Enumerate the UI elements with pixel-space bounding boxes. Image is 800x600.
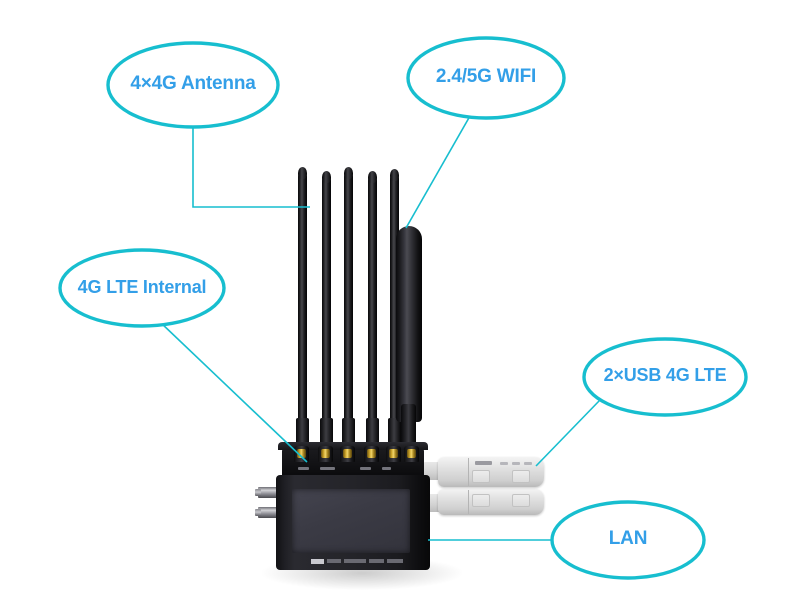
brand-text-block-1 [327,559,341,563]
callout-ellipse-usb-lte[interactable] [582,337,748,417]
callout-ellipse-wifi-24-5g[interactable] [406,36,566,120]
sma-connector-2 [321,449,330,458]
callout-ellipse-lte-internal[interactable] [58,248,226,328]
callout-label-wifi-24-5g: 2.4/5G WIFI [435,66,537,87]
usb-modem-lower-seam [468,490,469,514]
usb-modem-upper-logo [475,461,492,465]
port-label-3 [360,467,371,470]
router-brand-strip [311,558,403,564]
callout-ellipse-antenna-4x4g[interactable] [106,41,280,129]
sma-connector-5 [389,449,398,458]
usb-modem-upper-tab-b [512,470,530,483]
usb-modem-upper-led-1 [500,462,508,465]
usb-modem-upper-seam [468,458,469,486]
brand-text-block-4 [387,559,403,563]
sma-connector-6 [407,449,416,458]
coax-connector-bottom-tip [255,509,261,516]
antenna-wifi [396,226,422,422]
sma-connector-3 [343,449,352,458]
antenna-wifi-neck [401,404,416,454]
antenna-4g-1 [298,167,307,448]
callout-ellipses [58,36,748,580]
port-label-2 [320,467,335,470]
callout-ellipse-lan[interactable] [550,500,706,580]
sma-connector-1 [297,449,306,458]
coax-connector-bottom [258,507,280,518]
port-label-1 [298,467,309,470]
antenna-4g-3 [344,167,353,448]
callout-label-antenna-4x4g: 4×4G Antenna [130,73,256,94]
callout-label-usb-lte: 2×USB 4G LTE [603,365,727,385]
usb-modem-lower-tab-a [472,494,490,507]
brand-text-block-3 [369,559,384,563]
antenna-4g-4 [368,171,377,448]
coax-connector-top-tip [255,489,261,496]
usb-modem-upper-led-3 [524,462,532,465]
usb-modem-upper-led-2 [512,462,520,465]
sma-connector-4 [367,449,376,458]
usb-modem-upper-tab-a [472,470,490,483]
antenna-4g-2 [322,171,331,448]
coax-connector-top [258,487,280,498]
brand-text-block-2 [344,559,366,563]
antenna-4g-5 [390,169,399,448]
port-label-4 [382,467,391,470]
brand-logo-mark [311,558,324,564]
callout-label-lan: LAN [608,528,648,549]
router-front-panel [292,489,410,553]
callout-label-lte-internal: 4G LTE Internal [77,277,207,297]
usb-modem-lower-tab-b [512,494,530,507]
